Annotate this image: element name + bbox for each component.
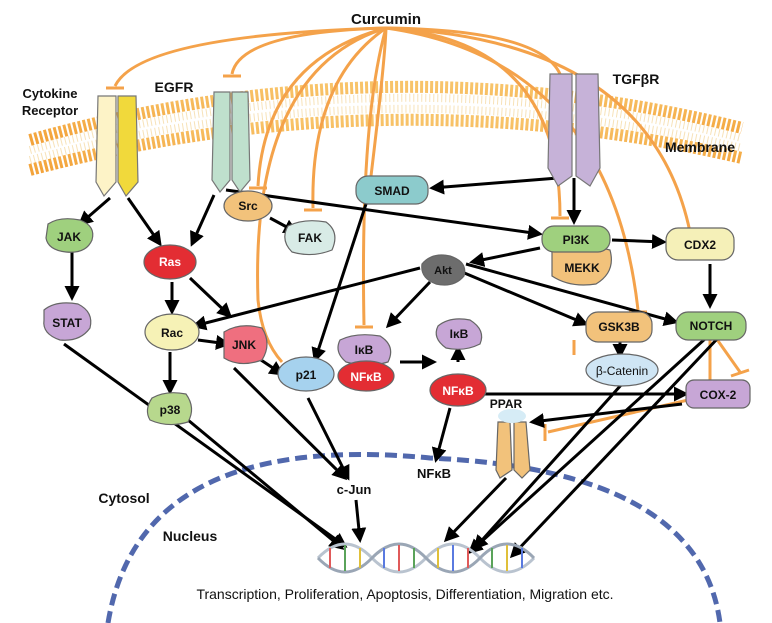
rac-node xyxy=(144,313,200,351)
bcatenin-node xyxy=(585,353,659,387)
ikb-bound-node xyxy=(337,334,392,366)
rac-label: Rac xyxy=(161,326,183,340)
notch-label: NOTCH xyxy=(690,319,733,333)
cdx2-node xyxy=(665,227,735,261)
src-node xyxy=(223,190,273,222)
cox2-node xyxy=(685,379,751,409)
tgfbr-label: TGFβR xyxy=(613,71,660,87)
stat-node xyxy=(43,302,92,341)
smad-node xyxy=(355,175,429,205)
nfkb-bound-label: NFκB xyxy=(350,370,382,384)
jak-label: JAK xyxy=(57,230,81,244)
stat-label: STAT xyxy=(52,316,82,330)
pi3k-label: PI3K xyxy=(563,233,590,247)
cytokine-label-2: Receptor xyxy=(22,103,78,118)
akt-label: Akt xyxy=(434,265,452,277)
akt-node xyxy=(421,254,466,286)
ikb-free-node xyxy=(435,318,483,350)
gsk3b-label: GSK3B xyxy=(598,320,640,334)
tgfbr-receptor-shape xyxy=(547,73,601,187)
fak-node xyxy=(284,220,336,256)
egfr-receptor-shape xyxy=(211,91,251,194)
src-label: Src xyxy=(238,199,258,213)
cytosol-label: Cytosol xyxy=(98,490,149,506)
cox2-label: COX-2 xyxy=(700,388,737,402)
pi3k-node xyxy=(541,225,611,253)
mekk-label: MEKK xyxy=(564,261,600,275)
activation-arrows xyxy=(63,176,720,559)
ppar-receptor-shape xyxy=(495,409,531,479)
nodes xyxy=(43,175,751,479)
p38-label: p38 xyxy=(160,403,181,417)
nfkb-free-label: NFκB xyxy=(442,384,474,398)
cytokine-label-1: Cytokine xyxy=(23,86,78,101)
bcatenin-label: β-Catenin xyxy=(596,364,648,378)
egfr-label: EGFR xyxy=(155,79,194,95)
notch-node xyxy=(675,311,747,341)
gsk3b-node xyxy=(585,311,653,343)
nucleus-envelope xyxy=(105,451,723,623)
nfkb-free-node xyxy=(429,373,487,407)
curcumin-title: Curcumin xyxy=(351,11,421,28)
nfkb-nuclear-label: NFκB xyxy=(417,466,451,481)
cytokine-receptor-shape xyxy=(95,95,139,198)
smad-label: SMAD xyxy=(374,184,410,198)
p21-label: p21 xyxy=(296,368,317,382)
ppar-label: PPAR xyxy=(490,397,523,411)
jnk-label: JNK xyxy=(232,338,256,352)
nucleus-label: Nucleus xyxy=(163,528,218,544)
fak-label: FAK xyxy=(298,231,322,245)
nfkb-bound-node xyxy=(337,360,395,392)
dna-helix-icon xyxy=(316,542,536,574)
ras-label: Ras xyxy=(159,255,181,269)
cdx2-label: CDX2 xyxy=(684,238,716,252)
p21-node xyxy=(277,356,335,392)
ras-node xyxy=(143,244,197,280)
jnk-node xyxy=(223,325,268,365)
ikb-bound-label: IκB xyxy=(355,343,374,357)
jak-node xyxy=(45,218,94,253)
ikb-free-label: IκB xyxy=(450,327,469,341)
p38-node xyxy=(146,392,193,426)
footer-caption: Transcription, Proliferation, Apoptosis,… xyxy=(196,586,613,602)
cjun-label: c-Jun xyxy=(337,482,372,497)
membrane-label: Membrane xyxy=(665,139,735,155)
